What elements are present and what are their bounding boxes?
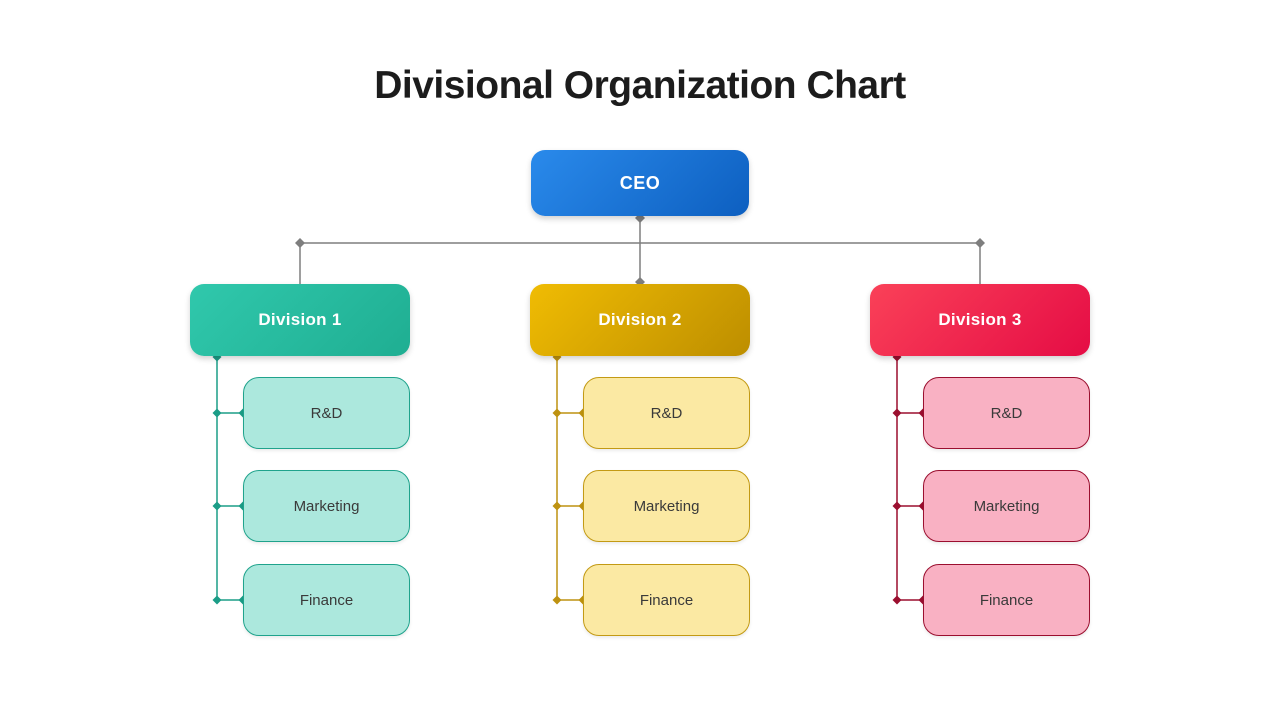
org-node-division2-finance-label: Finance — [639, 591, 694, 609]
org-node-division3-finance[interactable]: Finance — [923, 564, 1090, 636]
org-node-division-1[interactable]: Division 1 — [190, 284, 410, 356]
org-node-division1-marketing-label: Marketing — [293, 497, 360, 515]
org-node-division-3[interactable]: Division 3 — [870, 284, 1090, 356]
org-node-division2-rd-label: R&D — [650, 404, 683, 422]
division2-connector-group — [556, 356, 583, 601]
division3-connector-group — [896, 356, 923, 601]
org-node-ceo-label: CEO — [619, 172, 661, 193]
org-node-division3-rd-label: R&D — [990, 404, 1023, 422]
org-node-division-2[interactable]: Division 2 — [530, 284, 750, 356]
org-node-division-1-label: Division 1 — [258, 310, 342, 329]
division1-connector-group — [216, 356, 243, 601]
org-node-division-3-label: Division 3 — [938, 310, 1022, 329]
org-node-division1-finance[interactable]: Finance — [243, 564, 410, 636]
org-node-division2-marketing-label: Marketing — [633, 497, 700, 515]
org-node-division3-finance-label: Finance — [979, 591, 1034, 609]
org-node-division1-marketing[interactable]: Marketing — [243, 470, 410, 542]
org-node-division2-finance[interactable]: Finance — [583, 564, 750, 636]
gray-connector-group — [299, 216, 981, 285]
org-node-ceo[interactable]: CEO — [531, 150, 749, 216]
org-node-division2-marketing[interactable]: Marketing — [583, 470, 750, 542]
org-node-division-2-label: Division 2 — [598, 310, 682, 329]
org-node-division1-rd-label: R&D — [310, 404, 343, 422]
org-node-division1-rd[interactable]: R&D — [243, 377, 410, 449]
org-node-division3-rd[interactable]: R&D — [923, 377, 1090, 449]
org-node-division3-marketing-label: Marketing — [973, 497, 1040, 515]
org-node-division3-marketing[interactable]: Marketing — [923, 470, 1090, 542]
org-node-division2-rd[interactable]: R&D — [583, 377, 750, 449]
org-node-division1-finance-label: Finance — [299, 591, 354, 609]
page-title: Divisional Organization Chart — [374, 64, 906, 107]
